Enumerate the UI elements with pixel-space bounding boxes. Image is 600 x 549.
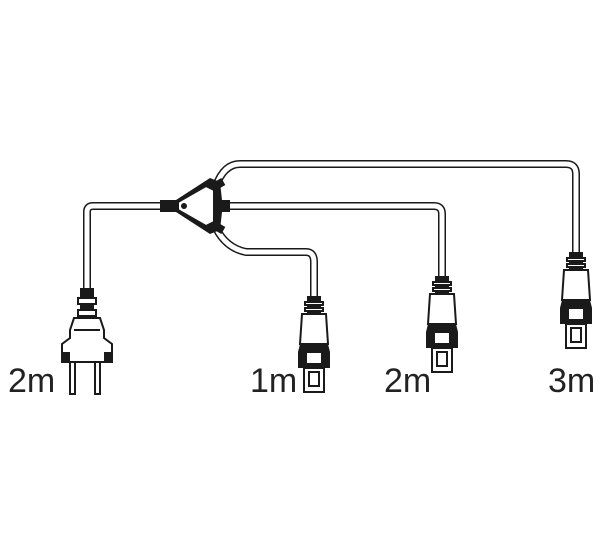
lead-3-length-label: 3m bbox=[548, 362, 595, 400]
connector-lead-2-icon bbox=[426, 276, 458, 373]
cable-to-lead-2 bbox=[222, 202, 446, 276]
connector-lead-1-icon bbox=[298, 296, 330, 393]
cable-to-lead-3-inner bbox=[213, 161, 579, 252]
lead-2-length-label: 2m bbox=[384, 362, 431, 400]
cable-to-lead-1-inner bbox=[213, 226, 317, 296]
plug-length-label: 2m bbox=[8, 362, 55, 400]
mains-plug-icon bbox=[61, 288, 113, 395]
cable-to-lead-1 bbox=[212, 226, 318, 296]
splitter-junction bbox=[160, 178, 230, 234]
cables bbox=[83, 160, 580, 296]
lead-1-length-label: 1m bbox=[250, 362, 297, 400]
connector-lead-3-icon bbox=[560, 252, 592, 349]
cable-to-lead-2-inner bbox=[222, 203, 445, 276]
main-cable bbox=[83, 202, 168, 292]
main-cable-inner bbox=[84, 203, 168, 292]
